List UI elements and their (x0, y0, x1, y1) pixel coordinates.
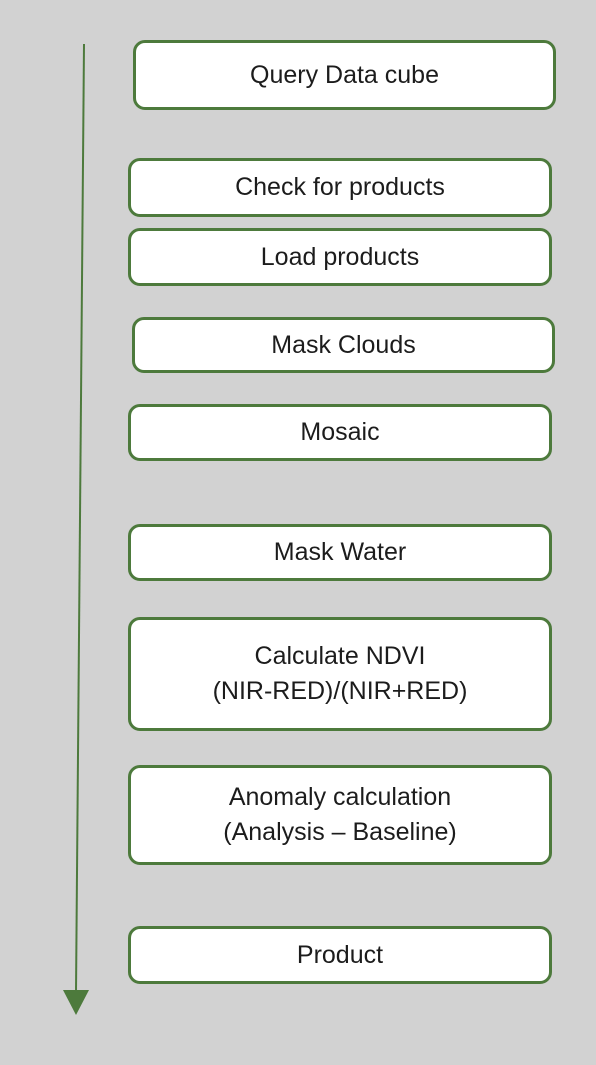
step-label: Check for products (235, 173, 445, 201)
step-label: Calculate NDVI (254, 642, 426, 670)
step-product: Product (128, 926, 552, 984)
step-anomaly-calculation: Anomaly calculation (Analysis – Baseline… (128, 765, 552, 865)
step-label: Mask Clouds (271, 330, 416, 359)
step-load-products: Load products (128, 228, 552, 286)
step-formula: (NIR-RED)/(NIR+RED) (212, 677, 468, 705)
step-label: Load products (260, 242, 420, 271)
step-label: Mosaic (300, 418, 380, 446)
step-check-for-products: Check for products (128, 158, 552, 217)
step-mask-clouds: Mask Clouds (132, 317, 555, 373)
step-formula: (Analysis – Baseline) (223, 818, 457, 846)
step-label: Anomaly calculation (228, 783, 452, 811)
step-calculate-ndvi: Calculate NDVI (NIR-RED)/(NIR+RED) (128, 617, 552, 731)
step-mosaic: Mosaic (128, 404, 552, 461)
step-mask-water: Mask Water (128, 524, 552, 581)
step-label: Product (296, 940, 384, 969)
step-label: Query Data cube (250, 60, 439, 89)
flow-arrow-head (63, 990, 89, 1015)
flow-arrow-line (75, 43, 85, 993)
step-label: Mask Water (273, 538, 407, 566)
step-query-data-cube: Query Data cube (133, 40, 556, 110)
